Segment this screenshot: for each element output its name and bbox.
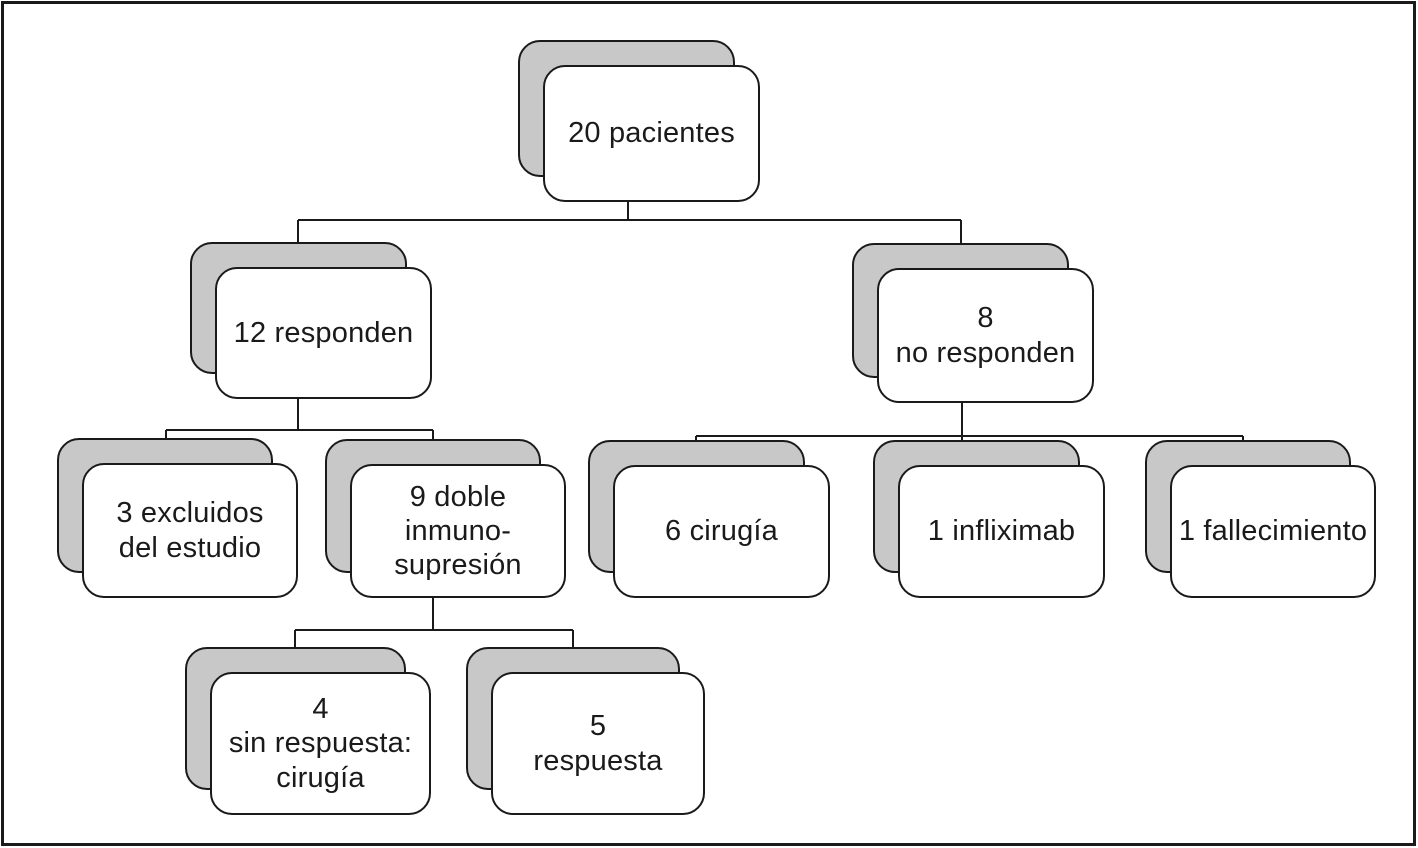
node-12-responden: 12 responden xyxy=(190,242,432,399)
node-card: 4 sin respuesta: cirugía xyxy=(210,672,431,815)
node-label: 12 responden xyxy=(233,316,414,349)
node-label: 1 infliximab xyxy=(927,515,1076,548)
node-card: 9 doble inmuno- supresión xyxy=(350,464,566,598)
node-card: 6 cirugía xyxy=(613,465,830,598)
connector-responden xyxy=(165,397,434,446)
connector-top-level xyxy=(297,200,962,250)
node-label: 1 fallecimiento xyxy=(1178,515,1368,548)
node-label: 4 sin respuesta: cirugía xyxy=(228,693,413,794)
node-label: 6 cirugía xyxy=(664,515,779,548)
node-20-pacientes: 20 pacientes xyxy=(518,40,760,202)
node-8-no-responden: 8 no responden xyxy=(852,243,1094,403)
node-card: 8 no responden xyxy=(877,268,1094,403)
connector-no-responden xyxy=(695,401,1244,448)
node-label: 5 respuesta xyxy=(533,710,663,777)
node-3-excluidos: 3 excluidos del estudio xyxy=(57,438,298,598)
node-card: 5 respuesta xyxy=(491,672,705,815)
node-6-cirugia: 6 cirugía xyxy=(588,440,830,598)
node-label: 8 no responden xyxy=(895,302,1076,369)
node-1-infliximab: 1 infliximab xyxy=(873,440,1105,598)
node-9-doble-inmunosupresion: 9 doble inmuno- supresión xyxy=(325,439,566,598)
node-5-respuesta: 5 respuesta xyxy=(466,647,705,815)
node-card: 1 infliximab xyxy=(898,465,1105,598)
node-card: 1 fallecimiento xyxy=(1170,465,1376,598)
node-card: 3 excluidos del estudio xyxy=(82,463,298,598)
node-4-sin-respuesta-cirugia: 4 sin respuesta: cirugía xyxy=(185,647,431,815)
node-label: 9 doble inmuno- supresión xyxy=(394,480,522,582)
node-label: 3 excluidos del estudio xyxy=(116,497,264,564)
node-label: 20 pacientes xyxy=(568,117,735,150)
node-card: 20 pacientes xyxy=(543,65,760,202)
connector-doble xyxy=(294,596,574,652)
node-card: 12 responden xyxy=(215,267,432,399)
node-1-fallecimiento: 1 fallecimiento xyxy=(1145,440,1376,598)
